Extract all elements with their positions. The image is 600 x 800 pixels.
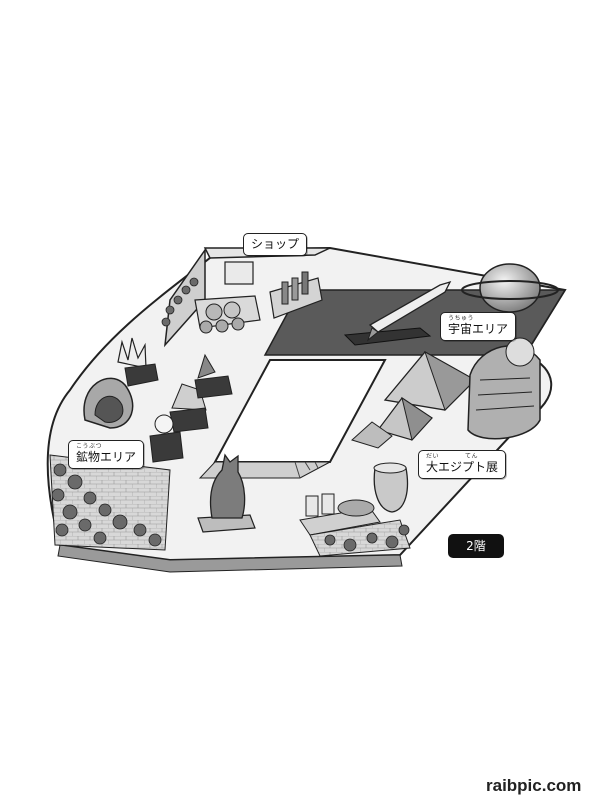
egypt-exhibit-label-text: 大エジプト展: [426, 460, 499, 474]
cat-statue: [197, 453, 256, 533]
site-watermark: raibpic.com: [486, 776, 582, 795]
shop-label: ショップ: [243, 233, 308, 256]
minerals-area-label-text: 鉱物エリア: [76, 450, 137, 464]
minerals-area-label: こうぶつ 鉱物エリア: [68, 440, 145, 469]
shop-label-text: ショップ: [251, 237, 300, 251]
space-area-label: うちゅう 宇宙エリア: [440, 312, 517, 341]
space-area-label-text: 宇宙エリア: [448, 322, 509, 336]
ivy-decoration: [49, 277, 411, 557]
egypt-exhibits: [299, 337, 541, 536]
egypt-exhibit-ruby: だい てん: [426, 453, 479, 460]
space-area-ruby: うちゅう: [448, 315, 475, 322]
minerals-area-ruby: こうぶつ: [76, 443, 103, 450]
minerals-area: [83, 337, 233, 463]
space-exhibits: [343, 263, 559, 346]
floor-level-badge: 2階: [448, 534, 504, 558]
shop-area: [163, 247, 331, 348]
egypt-exhibit-label: だい てん 大エジプト展: [418, 450, 507, 479]
